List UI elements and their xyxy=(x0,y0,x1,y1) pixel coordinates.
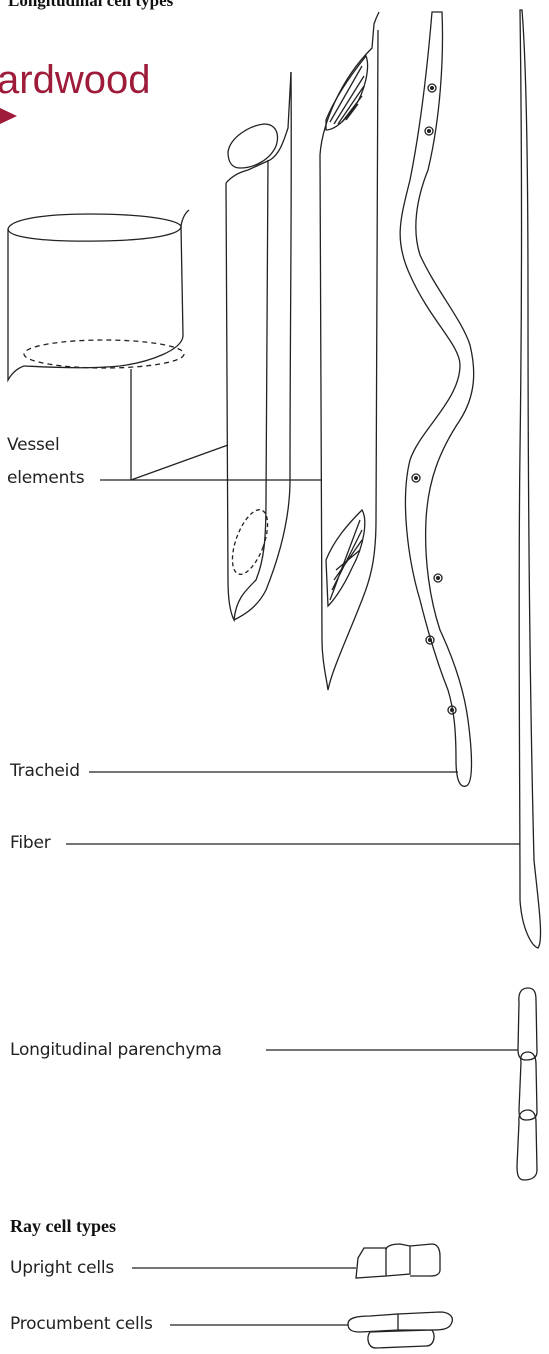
procumbent-ray-cells xyxy=(348,1312,452,1348)
fiber-label: Fiber xyxy=(10,832,51,854)
vessel-element-2 xyxy=(225,72,291,620)
parenchyma-cells xyxy=(517,988,537,1180)
upright-ray-cells xyxy=(356,1244,440,1278)
ray-cell-types-heading: Ray cell types xyxy=(10,1216,116,1237)
leader-lines xyxy=(66,369,520,1325)
tracheid-label: Tracheid xyxy=(10,760,80,782)
vessel-elements-label-line1: Vessel xyxy=(7,434,59,456)
vessel-element-wide xyxy=(8,210,189,380)
tracheid-cell xyxy=(400,12,474,786)
vessel-elements-label-line2: elements xyxy=(7,467,84,489)
upright-cells-label: Upright cells xyxy=(10,1257,114,1279)
longitudinal-parenchyma-label: Longitudinal parenchyma xyxy=(10,1039,222,1061)
fiber-cell xyxy=(519,10,540,948)
vessel-element-3 xyxy=(320,12,379,690)
procumbent-cells-label: Procumbent cells xyxy=(10,1313,153,1335)
